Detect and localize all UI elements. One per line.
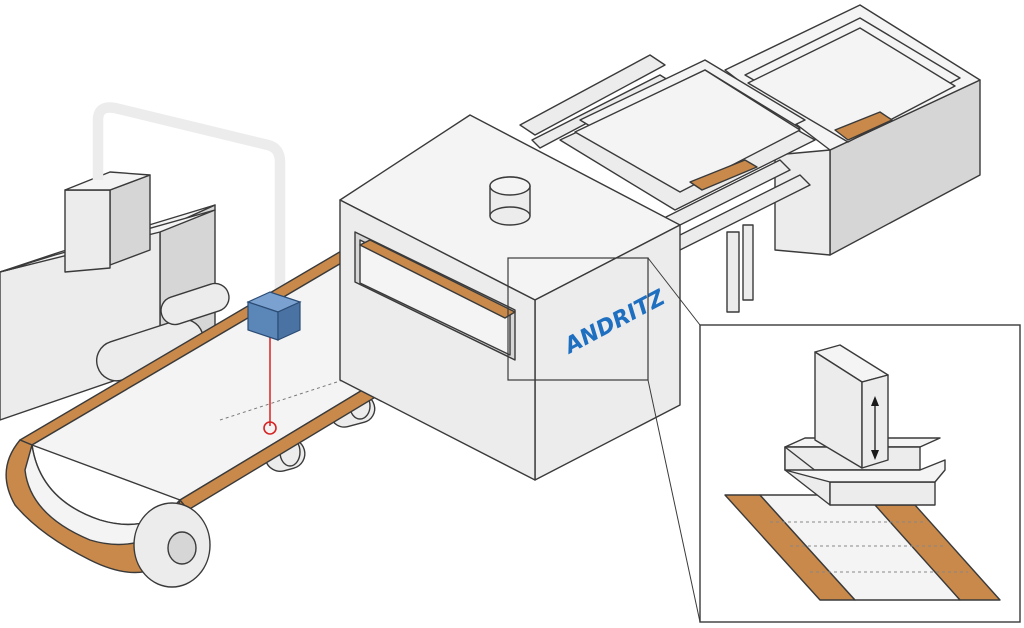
cutting-unit: ANDRITZ — [339, 114, 681, 481]
sensor-assembly — [246, 291, 302, 435]
zoom-callout — [647, 257, 1021, 623]
press-machine — [0, 171, 230, 421]
sheet-stack-middle — [559, 59, 816, 211]
overhead-pipe — [92, 102, 286, 300]
detail-belt — [724, 494, 1001, 601]
detail-cutter-block — [814, 344, 889, 469]
sensor-head-icon — [246, 291, 302, 341]
guide-rails — [519, 54, 811, 313]
up-down-arrow-icon — [871, 396, 879, 460]
laser-spot-icon — [263, 421, 277, 435]
